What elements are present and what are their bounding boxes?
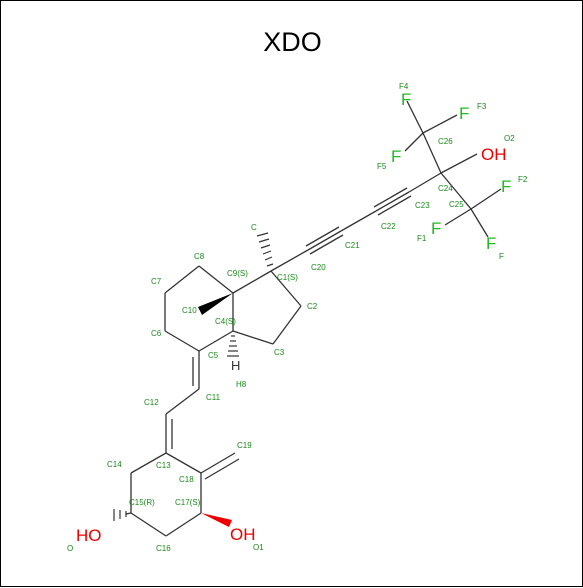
- element-h: H: [231, 358, 240, 373]
- hash-c4-h8: [227, 335, 239, 357]
- bond-c23-c24: [408, 172, 442, 193]
- bond-c9-c1: [232, 270, 272, 294]
- bond-c18-c19: [200, 452, 236, 474]
- element-oh-bottom: OH: [230, 525, 256, 544]
- bond-c26-f3: [422, 114, 458, 134]
- atom-label-f2: F2: [518, 175, 528, 184]
- wedge-c17-o1: [201, 513, 232, 527]
- atom-label-c13: C13: [156, 461, 171, 470]
- atom-label-c2: C2: [307, 302, 318, 311]
- atom-label-c23: C23: [415, 201, 430, 210]
- atom-label-c8: C8: [194, 252, 205, 261]
- atom-label-f1: F1: [417, 234, 427, 243]
- bond-c8-c7: [164, 265, 200, 294]
- element-oh-top: OH: [481, 145, 507, 164]
- bond-c25-f2: [470, 188, 502, 210]
- atom-label-c1: C1(S): [277, 273, 298, 282]
- atom-label-c14: C14: [107, 460, 122, 469]
- atom-label-o1: O1: [253, 543, 264, 552]
- bond-c26-f4: [406, 100, 424, 134]
- bond-c20-c21-t3: [309, 234, 344, 255]
- atom-label-c5: C5: [208, 351, 219, 360]
- bond-c1-c2: [270, 270, 302, 307]
- atom-label-c-methyl: C: [251, 223, 257, 232]
- element-symbols: OH HO OH H F F F F F F: [76, 90, 511, 545]
- atom-label-c9: C9(S): [227, 269, 248, 278]
- atom-label-h8: H8: [236, 380, 247, 389]
- bond-c6-c5: [164, 330, 200, 352]
- atom-label-c22: C22: [381, 222, 396, 231]
- bond-c24-o2: [440, 153, 478, 174]
- bond-c20-c21-t2: [305, 226, 340, 247]
- bond-c2-c3: [272, 305, 302, 345]
- atom-label-c21: C21: [345, 241, 360, 250]
- atom-label-c20: C20: [311, 263, 326, 272]
- hash-c1-methyl: [256, 232, 274, 267]
- atom-labels: C C8 C9(S) C1(S) C7 C10 C4(S) C2 C6 C5 C…: [67, 82, 528, 553]
- element-f-left-lower: F: [431, 219, 441, 238]
- atom-label-f4: F4: [399, 82, 409, 91]
- element-f-top: F: [401, 90, 411, 109]
- bond-c13-c18: [165, 452, 202, 474]
- element-f-right-lower: F: [501, 177, 511, 196]
- element-f-left-upper: F: [391, 147, 401, 166]
- bond-c20-c21: [307, 230, 342, 251]
- bond-c24-c25: [440, 172, 472, 210]
- bond-c15-o: [125, 512, 132, 515]
- wedge-c9-c10: [198, 293, 233, 315]
- hash-c15-o: [113, 509, 127, 521]
- bond-c1-c20: [270, 249, 309, 272]
- atom-label-c26: C26: [438, 137, 453, 146]
- bond-c22-c23: [375, 191, 410, 212]
- atom-label-c6: C6: [151, 329, 162, 338]
- diagram-title: XDO: [263, 27, 322, 57]
- atom-label-c25: C25: [449, 200, 464, 209]
- bond-c5-c4: [198, 330, 234, 352]
- element-ho-left: HO: [76, 526, 102, 545]
- bond-c24-c26: [422, 132, 442, 174]
- atom-label-c16: C16: [156, 544, 171, 553]
- atom-label-f5: F5: [377, 162, 387, 171]
- bond-c25-f: [470, 208, 489, 238]
- bond-c26-f5: [404, 132, 424, 152]
- atom-label-f3: F3: [477, 102, 487, 111]
- atom-label-c17: C17(S): [175, 498, 201, 507]
- atom-label-c11: C11: [206, 393, 221, 402]
- atom-label-f: F: [499, 252, 504, 261]
- bond-c22-c23-t2: [373, 187, 408, 208]
- atom-label-c3: C3: [274, 348, 285, 357]
- atom-label-c15: C15(R): [129, 498, 155, 507]
- atom-label-o: O: [67, 544, 73, 553]
- atom-label-c24: C24: [438, 184, 453, 193]
- element-f-right-upper: F: [459, 104, 469, 123]
- element-f-bottom: F: [486, 234, 496, 253]
- bond-c3-c4: [232, 330, 274, 345]
- bond-c11-c12: [165, 388, 200, 415]
- bond-c25-f1: [444, 208, 472, 226]
- bond-c21-c22: [340, 210, 377, 232]
- bond-c8-c9: [198, 265, 234, 294]
- atom-label-c18: C18: [179, 475, 194, 484]
- atom-label-c7: C7: [151, 277, 162, 286]
- bond-c22-c23-t3: [377, 195, 412, 216]
- atom-label-c12: C12: [144, 398, 159, 407]
- bond-c18-c19-double: [204, 458, 240, 480]
- bond-c16-c17: [165, 512, 202, 537]
- atom-label-c10: C10: [182, 306, 197, 315]
- bond-c15-c16: [130, 512, 167, 537]
- atom-label-c19: C19: [237, 441, 252, 450]
- bonds: [113, 100, 502, 537]
- atom-label-c4: C4(S): [215, 317, 236, 326]
- bond-c13-c14: [130, 452, 167, 474]
- atom-label-o2: O2: [504, 134, 515, 143]
